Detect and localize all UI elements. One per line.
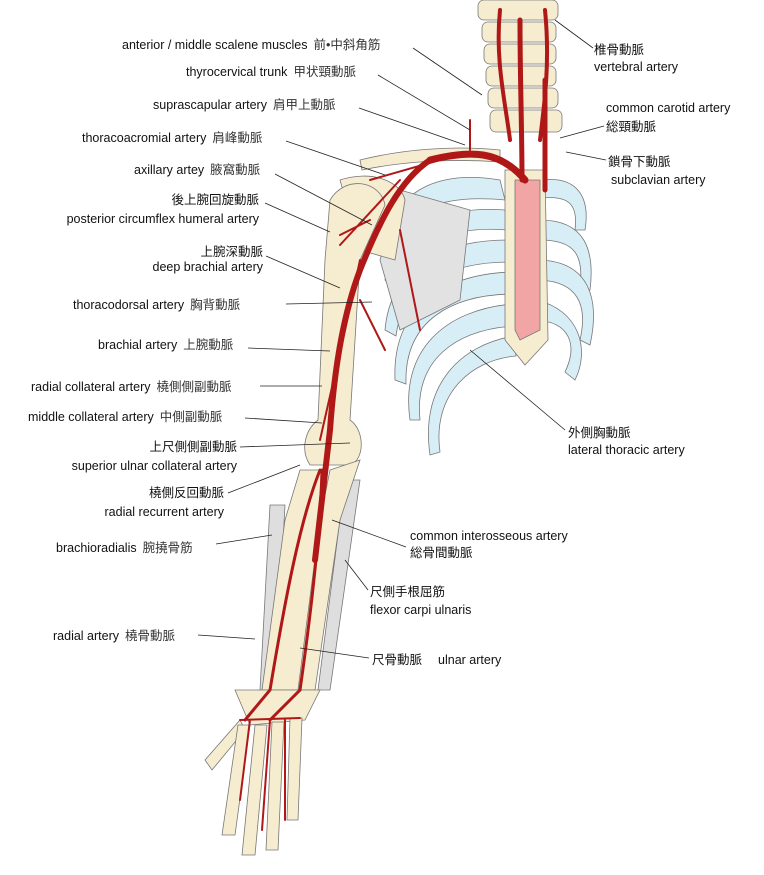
label-jp: 上尺側側副動脈 (149, 440, 237, 454)
label-en: radial recurrent artery (104, 505, 225, 519)
label-en: lateral thoracic artery (568, 443, 685, 457)
label-jp: 外側胸動脈 (568, 426, 631, 440)
label-en: middle collateral artery (28, 410, 154, 424)
label-en: common interosseous artery (410, 529, 568, 543)
label-jp: 肩峰動脈 (212, 131, 263, 145)
aorta (514, 179, 541, 341)
label-en: axillary artey (134, 163, 205, 177)
label-jp: 上腕動脈 (183, 338, 234, 352)
label-common-interosseous: common interosseous artery 総骨間動脈 (410, 529, 568, 561)
label-vertebral: 椎骨動脈 vertebral artery (594, 43, 678, 75)
label-en: thyrocervical trunk (186, 65, 288, 79)
label-flexor-carpi-ulnaris: 尺側手根屈筋 flexor carpi ulnaris (370, 585, 471, 618)
label-jp: 尺骨動脈 (372, 653, 423, 667)
label-en: posterior circumflex humeral artery (66, 212, 259, 226)
label-brachial: brachial artery 上腕動脈 (98, 338, 233, 353)
ribcage (384, 177, 594, 456)
label-thyrocervical: thyrocervical trunk 甲状頸動脈 (186, 65, 356, 80)
label-axillary: axillary artey 腋窩動脈 (134, 163, 260, 178)
label-post-circumflex: 後上腕回旋動脈 posterior circumflex humeral arte… (67, 193, 259, 227)
subclavian-path (426, 150, 529, 184)
label-en: flexor carpi ulnaris (370, 603, 472, 617)
label-thoracoacromial: thoracoacromial artery 肩峰動脈 (82, 131, 262, 146)
label-jp: 総頸動脈 (606, 120, 657, 134)
ulnar-artery-path (268, 468, 324, 722)
label-jp: 橈側側副動脈 (156, 380, 232, 394)
common-carotid-path (517, 17, 548, 193)
leader-lines (197, 19, 607, 659)
label-en: brachial artery (98, 338, 178, 352)
label-radial-recurrent: 橈側反回動脈 radial recurrent artery (105, 486, 225, 520)
label-en: superior ulnar collateral artery (71, 459, 237, 473)
label-jp: 腋窩動脈 (210, 163, 261, 177)
label-jp: 腕撓骨筋 (142, 541, 193, 555)
label-suprascapular: suprascapular artery 肩甲上動脈 (153, 98, 335, 113)
flexor-carpi-ulnaris-muscle (317, 479, 361, 691)
label-middle-collateral: middle collateral artery 中側副動脈 (28, 410, 222, 425)
arteries (239, 8, 550, 831)
label-jp: 後上腕回旋動脈 (171, 193, 259, 207)
label-jp: 尺側手根屈筋 (370, 585, 446, 599)
label-jp: 前•中斜角筋 (313, 38, 381, 52)
label-en: anterior / middle scalene muscles (122, 38, 308, 52)
label-jp: 橈骨動脈 (125, 629, 176, 643)
label-ulnar: 尺骨動脈 ulnar artery (372, 653, 501, 668)
label-en: ulnar artery (438, 653, 502, 667)
label-radial: radial artery 橈骨動脈 (53, 629, 175, 644)
label-en: suprascapular artery (153, 98, 267, 112)
label-jp: 甲状頸動脈 (293, 65, 356, 79)
label-en: common carotid artery (606, 101, 731, 115)
label-en: radial collateral artery (31, 380, 151, 394)
radial-artery-path (243, 468, 322, 722)
label-jp: 胸背動脈 (190, 298, 241, 312)
label-common-carotid: common carotid artery 総頸動脈 (606, 101, 730, 135)
axillary-brachial-path (312, 157, 433, 563)
label-jp: 中側副動脈 (159, 410, 223, 424)
label-scalene: anterior / middle scalene muscles 前•中斜角筋 (122, 38, 380, 53)
label-en: vertebral artery (594, 60, 679, 74)
label-jp: 上腕深動脈 (200, 245, 263, 259)
label-jp: 椎骨動脈 (594, 43, 645, 57)
hand (204, 689, 321, 856)
label-thoracodorsal: thoracodorsal artery 胸背動脈 (73, 298, 240, 313)
label-en: radial artery (53, 629, 119, 643)
label-brachioradialis: brachioradialis 腕撓骨筋 (56, 541, 193, 556)
label-en: brachioradialis (56, 541, 137, 555)
label-jp: 総骨間動脈 (410, 546, 473, 560)
label-en: deep brachial artery (152, 260, 263, 274)
label-lateral-thoracic: 外側胸動脈 lateral thoracic artery (568, 426, 685, 458)
label-en: thoracoacromial artery (82, 131, 207, 145)
label-jp: 鎖骨下動脈 (608, 155, 671, 169)
label-sup-ulnar-collateral: 上尺側側副動脈 superior ulnar collateral artery (72, 440, 237, 474)
label-radial-collateral: radial collateral artery 橈側側副動脈 (31, 380, 232, 395)
label-jp: 肩甲上動脈 (272, 98, 336, 112)
label-subclavian: 鎖骨下動脈 subclavian artery (608, 155, 706, 188)
branches-path (239, 119, 471, 831)
label-en: subclavian artery (611, 173, 706, 187)
label-en: thoracodorsal artery (73, 298, 185, 312)
label-jp: 橈側反回動脈 (148, 486, 224, 500)
